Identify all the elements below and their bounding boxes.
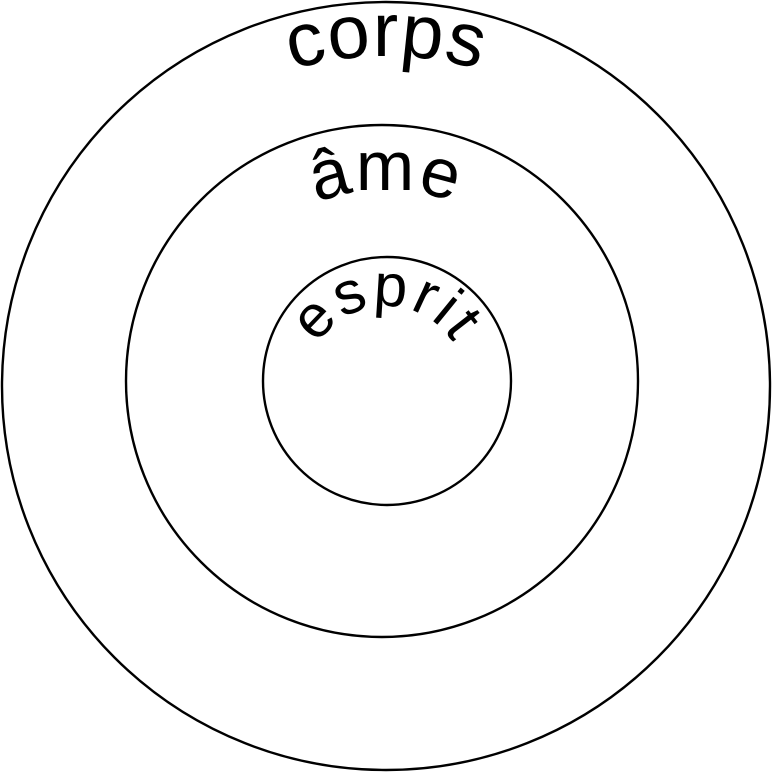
inner-circle — [261, 255, 513, 507]
middle-ring-label-text: âme — [300, 127, 470, 216]
middle-ring-label: âme — [300, 127, 472, 216]
outer-ring-label: corps — [276, 0, 495, 86]
outer-ring-label-text: corps — [276, 0, 494, 86]
inner-ring-label-text: esprit — [277, 251, 495, 352]
middle-circle — [124, 123, 640, 639]
inner-ring-label: esprit — [277, 251, 498, 352]
